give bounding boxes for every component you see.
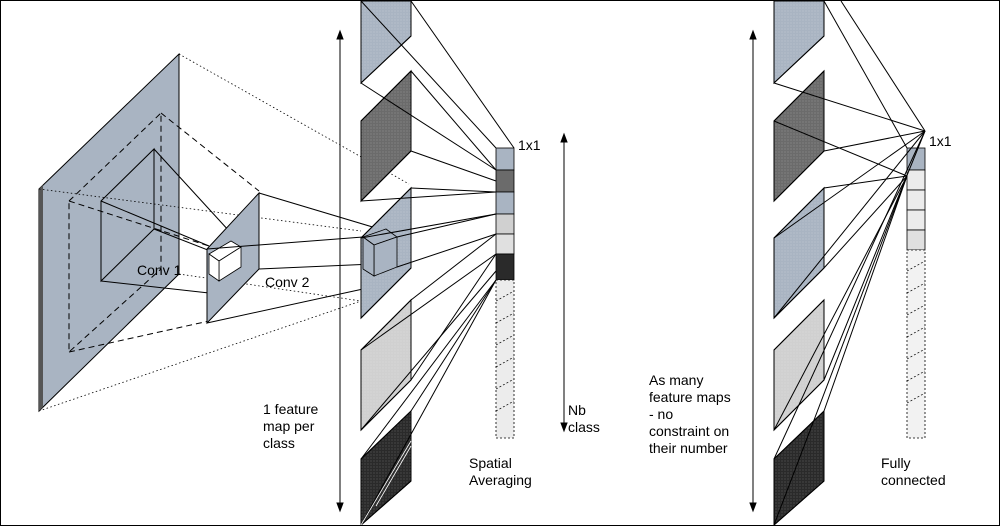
fully-connected-vector: [906, 147, 926, 439]
conv2-label: Conv 2: [265, 274, 310, 290]
right-column-height-arrow: [749, 29, 757, 513]
nb-class-label: Nb class: [568, 402, 600, 435]
averaging-connection-lines: [360, 1, 515, 525]
spatial-averaging-label: Spatial Averaging: [469, 455, 532, 488]
fully-connected-lines: [773, 1, 926, 525]
right-feature-map-column: [773, 1, 825, 525]
nb-class-arrow: [560, 132, 568, 433]
fully-connected-label: Fully connected: [881, 455, 946, 488]
feature-map-per-class-label: 1 feature map per class: [263, 401, 319, 451]
left-feature-map-column: [360, 1, 412, 525]
spatial-averaging-vector: [495, 147, 515, 439]
one-by-one-right-label: 1x1: [929, 133, 952, 149]
left-column-height-arrow: [336, 29, 344, 513]
input-feature-map: [38, 52, 260, 413]
one-by-one-left-label: 1x1: [518, 137, 541, 153]
as-many-feature-maps-label: As many feature maps - no constraint on …: [649, 372, 731, 456]
conv1-label: Conv 1: [137, 262, 182, 278]
